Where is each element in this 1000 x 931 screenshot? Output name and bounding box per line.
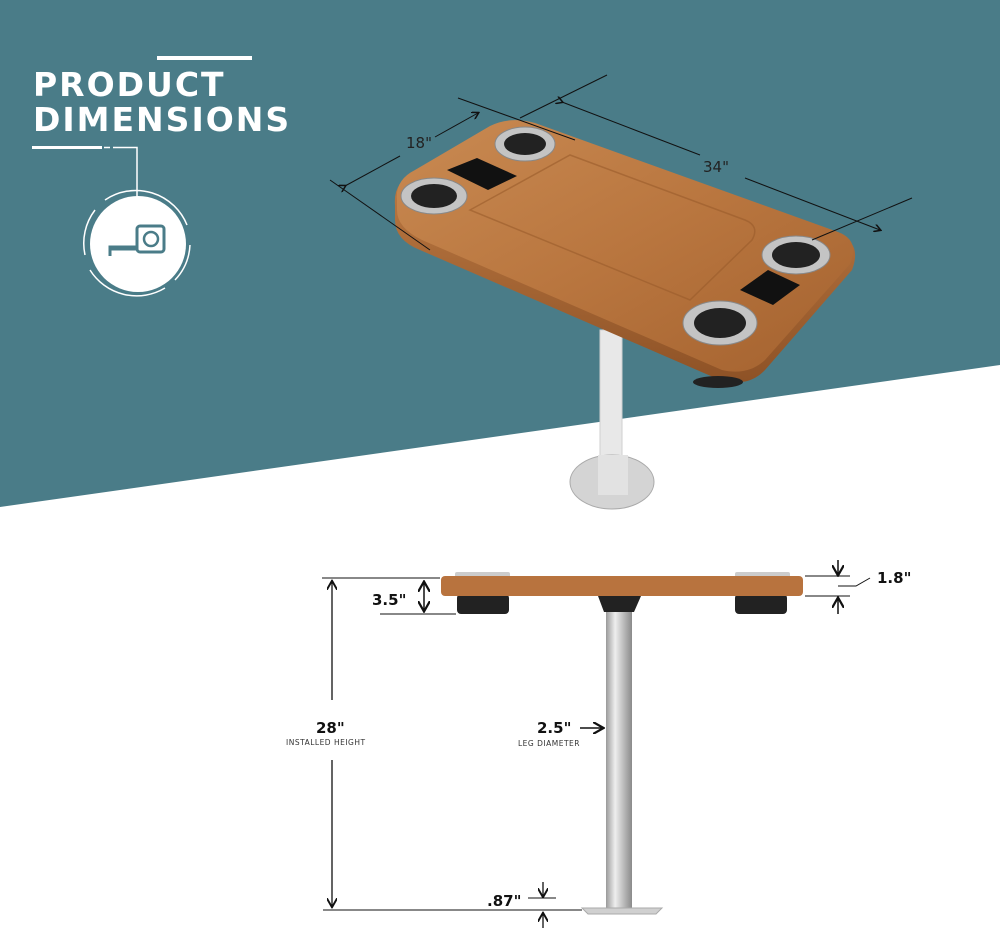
heading-rule-top [157, 56, 252, 60]
table-tray-groove [468, 154, 756, 301]
height-caption: INSTALLED HEIGHT [286, 738, 366, 747]
table-top-side [441, 576, 803, 596]
tape-measure-icon [82, 189, 191, 297]
width-label: 18" [406, 134, 432, 152]
storage-slot [740, 270, 800, 305]
heading-rule-bottom [32, 146, 102, 149]
heading-line2: DIMENSIONS [33, 100, 291, 139]
leg-mount [598, 596, 641, 612]
connector-line [104, 146, 138, 205]
cupholder-body [735, 594, 787, 614]
leg-diameter-caption: LEG DIAMETER [518, 739, 580, 748]
thickness-label: 1.8" [877, 569, 911, 587]
cupholder [682, 300, 758, 346]
heading: PRODUCT DIMENSIONS [32, 56, 291, 205]
leg-diameter-label: 2.5" [537, 719, 571, 737]
height-label: 28" [316, 719, 345, 737]
length-label: 34" [703, 158, 729, 176]
base-socket [598, 455, 628, 495]
side-dimension-lines [322, 560, 871, 928]
storage-slot [447, 158, 517, 190]
cupholder [761, 235, 831, 275]
table-side-view [441, 572, 803, 915]
top-dimension-lines [329, 74, 913, 251]
cupholder [494, 126, 556, 162]
floor-base [580, 907, 664, 915]
leg-pole [606, 610, 632, 908]
cupholder-depth-label: 3.5" [372, 591, 406, 609]
cupholder [400, 177, 468, 215]
heading-line1: PRODUCT [33, 65, 226, 104]
cupholder-body [457, 594, 509, 614]
cupholder-bottom [693, 376, 743, 388]
table-top-view [394, 120, 856, 510]
base-height-label: .87" [487, 892, 521, 910]
